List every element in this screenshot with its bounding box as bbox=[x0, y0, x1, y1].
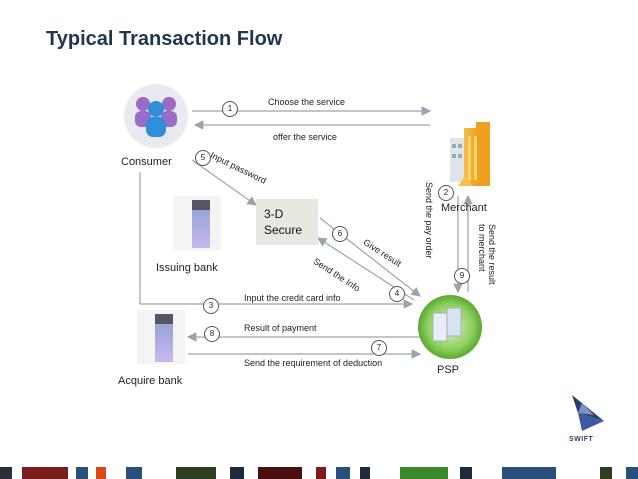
swift-logo-icon bbox=[572, 395, 604, 431]
step7-label: Send the requirement of deduction bbox=[244, 358, 383, 368]
secure-line2: Secure bbox=[264, 223, 303, 237]
stripe-block bbox=[126, 467, 142, 479]
swift-logo-text: SWIFT bbox=[569, 436, 594, 443]
stripe-block bbox=[460, 467, 472, 479]
merchant-label: Merchant bbox=[441, 202, 487, 214]
step6-number: 6 bbox=[332, 226, 348, 242]
step7-number: 7 bbox=[371, 340, 387, 356]
step5-number: 5 bbox=[195, 150, 211, 166]
step8-label: Result of payment bbox=[244, 323, 317, 333]
stripe-block bbox=[626, 467, 638, 479]
step3-number: 3 bbox=[203, 298, 219, 314]
issuing-bank-label: Issuing bank bbox=[156, 262, 218, 274]
stripe-block bbox=[400, 467, 448, 479]
step8-number: 8 bbox=[204, 326, 220, 342]
stripe-block bbox=[600, 467, 612, 479]
stripe-block bbox=[0, 467, 12, 479]
step1-label: Choose the service bbox=[268, 97, 346, 107]
step1-number: 1 bbox=[222, 101, 238, 117]
step2-number: 2 bbox=[438, 185, 454, 201]
stripe-block bbox=[258, 467, 302, 479]
psp-icon bbox=[418, 295, 482, 359]
step3-label: Input the credit card info bbox=[244, 293, 341, 303]
3d-secure-box: 3-D Secure bbox=[256, 199, 318, 245]
page-title: Typical Transaction Flow bbox=[46, 28, 283, 50]
acquire-bank-icon bbox=[137, 310, 185, 364]
stripe-block bbox=[230, 467, 244, 479]
stripe-block bbox=[96, 467, 106, 479]
stripe-block bbox=[22, 467, 68, 479]
stripe-block bbox=[360, 467, 370, 479]
stripe-block bbox=[502, 467, 556, 479]
acquire-bank-label: Acquire bank bbox=[118, 375, 183, 387]
stripe-block bbox=[316, 467, 326, 479]
stripe-block bbox=[176, 467, 216, 479]
stripe-block bbox=[76, 467, 88, 479]
step9-number: 9 bbox=[454, 268, 470, 284]
merchant-building-icon bbox=[450, 122, 490, 186]
consumer-icon bbox=[124, 84, 188, 148]
psp-label: PSP bbox=[437, 364, 460, 376]
step4-number: 4 bbox=[389, 286, 405, 302]
step9-label: Send the result to merchant bbox=[477, 224, 497, 285]
stripe-block bbox=[336, 467, 350, 479]
offer-service-label: offer the service bbox=[273, 132, 337, 142]
issuing-bank-icon bbox=[173, 196, 221, 250]
consumer-label: Consumer bbox=[121, 156, 172, 168]
secure-line1: 3-D bbox=[264, 207, 284, 221]
step2-label: Send the pay order bbox=[424, 182, 434, 259]
